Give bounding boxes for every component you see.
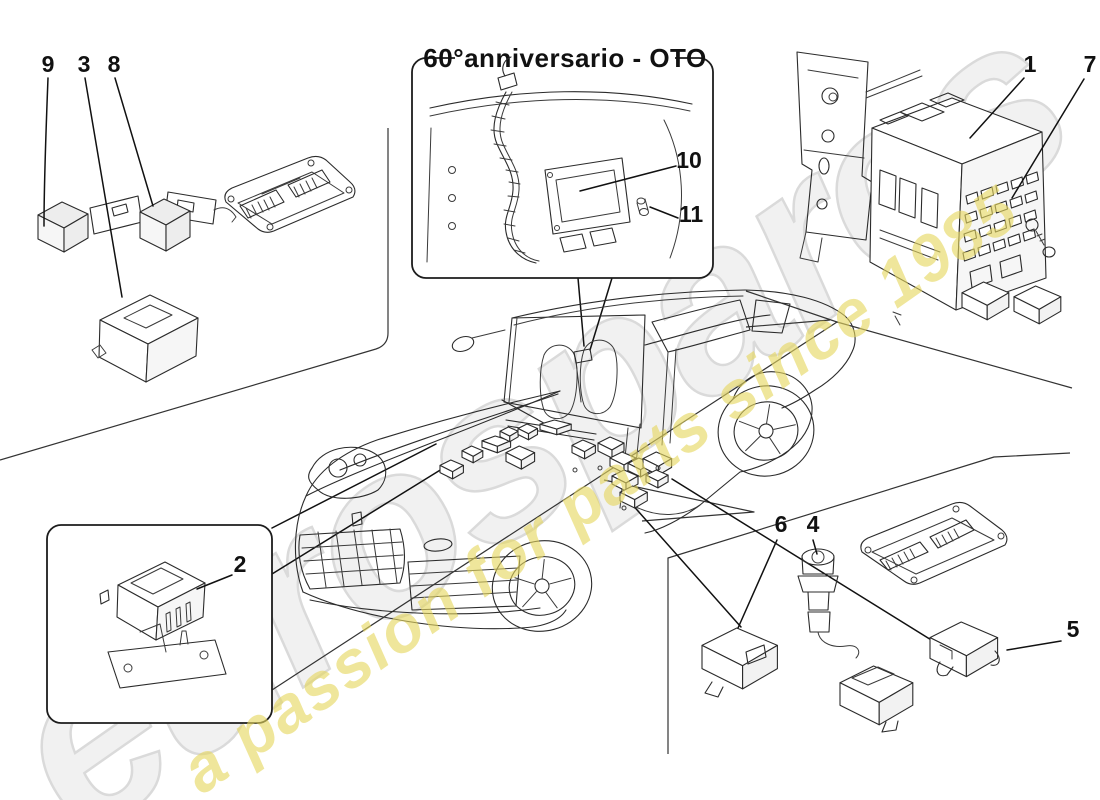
part-labels: 9 3 8 1 7 6 4 5	[42, 51, 1097, 651]
relay-8	[139, 191, 237, 252]
inset-title: 60°anniversario - OTO	[423, 43, 706, 73]
fuse-box-assembly	[796, 51, 1062, 326]
part-label-7: 7	[1084, 51, 1097, 77]
ecu-top-left	[224, 155, 356, 233]
sensor-4	[797, 548, 860, 659]
item-2-enclosure: 2	[46, 524, 273, 724]
callout-lines	[271, 277, 950, 652]
part-label-6: 6	[775, 511, 788, 537]
inset-box: 60°anniversario - OTO 10 11	[411, 43, 714, 279]
part-label-2: 2	[234, 551, 247, 577]
car-illustration	[294, 289, 856, 632]
interior-modules-cluster	[439, 419, 673, 511]
part-label-3: 3	[78, 51, 91, 77]
relay-9	[37, 195, 143, 253]
background-panel-lines	[0, 128, 1073, 754]
part-label-10: 10	[676, 147, 702, 173]
engine-ecu-bottom	[860, 501, 1008, 585]
part-label-9: 9	[42, 51, 55, 77]
part-label-5: 5	[1067, 616, 1080, 642]
module-3	[91, 294, 199, 383]
module-6	[700, 626, 779, 698]
part-label-1: 1	[1024, 51, 1037, 77]
part-label-4: 4	[807, 511, 820, 537]
part-label-8: 8	[108, 51, 121, 77]
module-5	[928, 620, 1000, 679]
part-label-11: 11	[679, 201, 704, 227]
plain-ecu-box	[838, 664, 915, 733]
